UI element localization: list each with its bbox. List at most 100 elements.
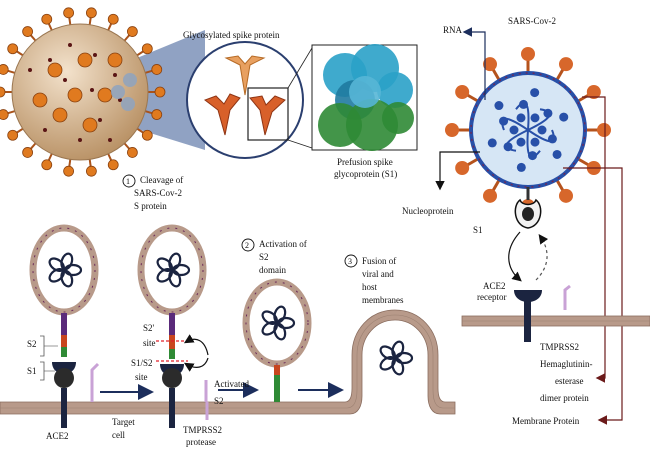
virion-spike-head — [483, 188, 497, 203]
virus-dot — [43, 128, 47, 132]
label-sars-cov2: SARS-Cov-2 — [508, 16, 556, 26]
virus-spike-head — [107, 13, 119, 25]
virus-dot — [113, 73, 117, 77]
virion-nucleoprotein-dot — [516, 113, 526, 123]
label-step1-line1: Cleavage of — [140, 175, 183, 185]
virion-nucleoprotein-dot — [530, 137, 540, 147]
virion-nucleoprotein-dot — [487, 138, 497, 148]
cleavage-arrow-upper — [183, 334, 209, 356]
label-membrane-protein: Membrane Protein — [512, 416, 580, 426]
tmprss2-protease-icon-a — [90, 362, 100, 402]
virus-spike-head — [85, 165, 97, 177]
host-membrane-bottom — [0, 309, 456, 415]
virus-spike-head — [151, 109, 163, 120]
step-3-badge — [344, 254, 358, 268]
virus-spike-head — [141, 129, 153, 141]
protein-blob — [377, 72, 413, 108]
virus-spike-head — [63, 7, 75, 19]
virion-nucleoprotein-dot — [509, 125, 519, 135]
virus-spike-head — [126, 147, 138, 158]
label-s1-left: S1 — [27, 366, 37, 376]
virus-dot — [118, 98, 122, 102]
virion-nucleoprotein-dot — [519, 99, 529, 109]
label-s1s2-line1: S1/S2 — [131, 358, 153, 368]
step-1-number: 1 — [126, 177, 130, 186]
virus-spike-top — [52, 107, 68, 123]
label-tmprss2-right: TMPRSS2 — [540, 342, 579, 352]
virion-nucleoprotein-dot — [530, 113, 540, 123]
virion-spike-head — [559, 188, 573, 203]
label-step2-line1: Activation of — [259, 239, 307, 249]
label-rna: RNA — [443, 25, 463, 35]
virion-stage-2 — [242, 278, 312, 368]
virus-spike-head — [0, 109, 9, 120]
protein-blob — [382, 102, 414, 134]
step-2-badge — [241, 238, 255, 252]
virus-spike-head — [0, 86, 6, 98]
label-tmprss2-bottom-line1: TMPRSS2 — [183, 425, 222, 435]
label-step3-line3: host — [362, 282, 378, 292]
virus-spike-top — [82, 117, 98, 133]
virus-spike-ghost — [121, 97, 135, 111]
virus-spike-head — [126, 26, 138, 37]
virus-spike-head — [141, 43, 153, 55]
label-ace2-bottom: ACE2 — [46, 431, 69, 441]
virus-dot — [28, 68, 32, 72]
spike-stack-stage-2 — [274, 365, 280, 402]
virus-spike-head — [85, 7, 97, 19]
virus-dot — [93, 53, 97, 57]
virion-spike-head — [445, 123, 459, 137]
coronavirus-particle — [0, 7, 205, 177]
virion-nucleoprotein-dot — [552, 149, 562, 159]
spike-orange-icon — [224, 55, 266, 96]
rna-loop — [273, 305, 287, 324]
spike-stack-stage-1 — [156, 313, 209, 428]
label-hemagglutinin-line2: esterase — [555, 376, 583, 386]
step-3-number: 3 — [348, 257, 352, 266]
virus-spike-head — [41, 159, 53, 171]
label-hemagglutinin-line3: dimer protein — [540, 393, 589, 403]
virus-surface-spikes-heads — [32, 52, 137, 133]
virion-spike-head — [483, 57, 497, 72]
label-s1s2-line2: site — [135, 372, 148, 382]
spike-stack-stage-0 — [52, 313, 76, 428]
virion-nucleoprotein-dot — [530, 88, 540, 98]
virion-rna-coil — [487, 88, 569, 172]
virion-nucleoprotein-dot — [537, 125, 547, 135]
virus-dot — [68, 43, 72, 47]
label-s2-prime-line2: site — [143, 338, 156, 348]
virion-spike-head — [455, 161, 470, 175]
arrow-binding-down — [508, 231, 522, 282]
rna-loop — [394, 351, 414, 365]
virion-spike-head — [455, 85, 470, 99]
virus-spike-top — [67, 87, 83, 103]
step-1-badge — [122, 174, 136, 188]
virus-spike-ghost — [111, 85, 125, 99]
virus-dot — [48, 58, 52, 62]
label-target-line2: cell — [112, 430, 125, 440]
rna-loop — [60, 252, 74, 271]
s1-s2-bracket — [40, 335, 58, 381]
virus-spike-head — [7, 129, 19, 141]
virus-spike-head — [22, 147, 34, 158]
virus-spike-top — [47, 62, 63, 78]
virus-spike-head — [63, 165, 75, 177]
virion-spike-head — [521, 47, 535, 61]
label-tmprss2-bottom-line2: protease — [186, 437, 216, 447]
fusion-pocket-rna — [379, 340, 414, 376]
rna-loop — [168, 252, 182, 271]
label-step1-line2: SARS-Cov-2 — [134, 188, 182, 198]
virion-nucleoprotein-dot — [559, 112, 569, 122]
label-step1-line3: S protein — [134, 201, 167, 211]
arrow-hemagglutinin — [582, 96, 606, 383]
arrow-rna — [462, 27, 486, 100]
step-2-number: 2 — [245, 241, 249, 250]
spike-zoom-circle — [186, 41, 304, 159]
spike-highlight-box — [247, 87, 289, 141]
rna-knot — [156, 252, 191, 288]
virion-nucleoprotein-dot — [516, 162, 526, 172]
virion-nucleoprotein-dot — [547, 134, 557, 144]
virion-spike-head — [559, 57, 573, 72]
virion-spike-head — [597, 123, 611, 137]
